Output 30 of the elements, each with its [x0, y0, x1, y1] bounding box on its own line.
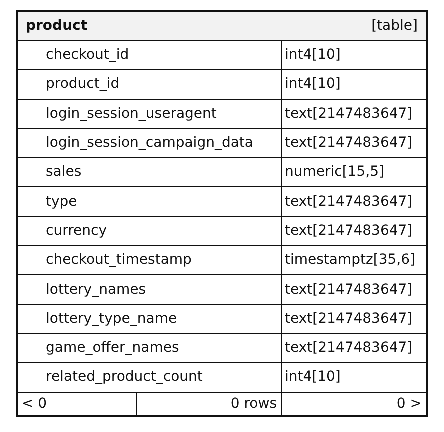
table-box — [16, 10, 428, 417]
column-type-cell-text: text[2147483647] — [284, 310, 414, 329]
column-type-cell-text: text[2147483647] — [284, 134, 414, 154]
column-name-cell: related_product_count — [18, 363, 282, 392]
column-type-cell-text: int4[10] — [284, 46, 342, 66]
column-name-cell: checkout_timestamp — [18, 246, 282, 274]
column-type-cell-text: text[2147483647] — [284, 280, 414, 300]
column-name-cell: sales — [18, 158, 282, 186]
table-type: [table] — [372, 18, 418, 34]
column-type-cell-text: text[2147483647] — [284, 104, 414, 124]
column-name-cell: game_offer_names — [18, 334, 282, 362]
column-name-cell: checkout_id — [18, 41, 282, 70]
column-type-cell-text: text[2147483647] — [284, 222, 414, 241]
column-name-cell: login_session_useragent — [18, 100, 282, 128]
column-type-cell-text: timestamptz[35,6] — [284, 251, 416, 270]
column-name-cell: type — [18, 187, 282, 216]
column-type-cell-text: numeric[15,5] — [284, 163, 386, 182]
column-name-cell: currency — [18, 216, 282, 246]
row-count: 0 rows — [137, 392, 282, 415]
column-name-cell: lottery_type_name — [18, 304, 282, 333]
column-name-cell: lottery_names — [18, 275, 282, 304]
column-type-cell-text: text[2147483647] — [284, 192, 414, 212]
pager-prev: < 0 — [18, 392, 137, 415]
column-type-cell-text: int4[10] — [284, 75, 342, 94]
column-name-cell: login_session_campaign_data — [18, 128, 282, 158]
column-name-cell: product_id — [18, 70, 282, 99]
column-type-cell-text: text[2147483647] — [284, 339, 414, 358]
pager-next: 0 > — [396, 394, 423, 414]
table-name: product — [26, 18, 88, 34]
column-type-cell-text: int4[10] — [284, 368, 342, 388]
